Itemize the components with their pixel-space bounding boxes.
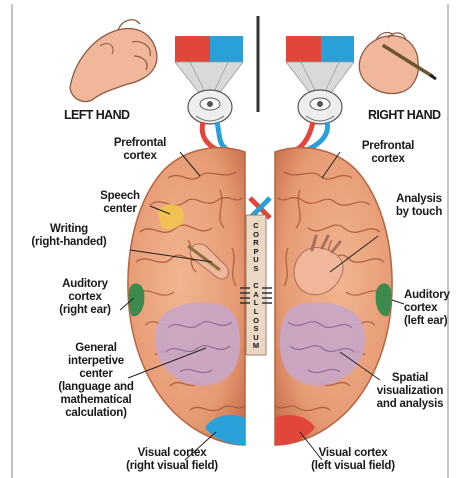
speech-center-label: Speech center — [86, 190, 154, 216]
right-eye-icon — [298, 90, 342, 124]
analysis-by-touch-label: Analysis by touch — [384, 193, 454, 219]
visual-cortex-right-label: Visual cortex (left visual field) — [290, 447, 416, 473]
prefrontal-cortex-right-label: Prefrontal cortex — [350, 140, 426, 166]
left-hand-icon — [70, 20, 157, 102]
auditory-cortex-right-label: Auditory cortex (left ear) — [404, 289, 460, 328]
prefrontal-cortex-left-label: Prefrontal cortex — [100, 137, 180, 163]
spatial-visualization-label: Spatial visualization and analysis — [364, 372, 456, 411]
left-eye-icon — [188, 90, 232, 124]
right-hand-icon — [359, 33, 436, 94]
left-hand-label: LEFT HAND — [64, 109, 154, 122]
writing-label: Writing (right-handed) — [14, 223, 124, 249]
interpretive-center-label: General interpetive center (language and… — [40, 342, 152, 420]
visual-cortex-left-label: Visual cortex (right visual field) — [110, 447, 234, 473]
corpus-callosum-label: C O R P U S C A L L O S U M — [247, 222, 265, 351]
left-visual-field-box — [175, 36, 243, 98]
right-visual-field-box — [286, 36, 354, 98]
auditory-cortex-left-label: Auditory cortex (right ear) — [48, 278, 122, 317]
right-hand-label: RIGHT HAND — [368, 109, 460, 122]
